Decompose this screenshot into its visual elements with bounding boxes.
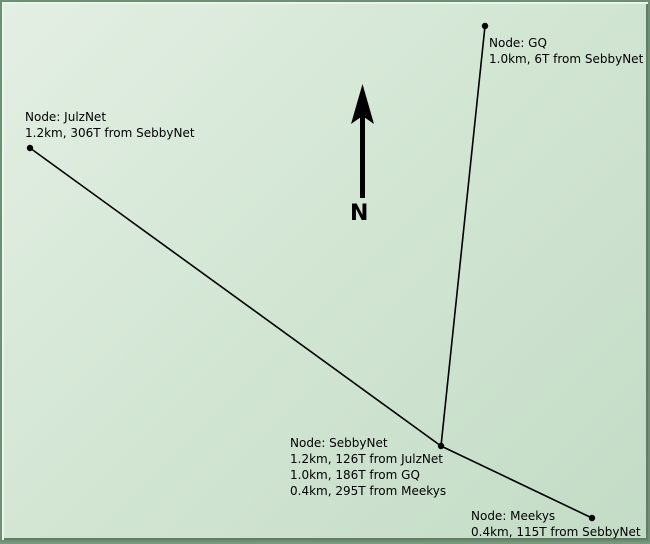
node-detail: 0.4km, 295T from Meekys [290, 484, 447, 498]
node-detail: 1.0km, 186T from GQ [290, 468, 420, 482]
node-name: Node: Meekys [471, 509, 556, 523]
node-name: Node: JulzNet [25, 110, 107, 124]
node-name: Node: GQ [489, 36, 547, 50]
north-arrow-icon [351, 84, 374, 198]
node-detail: 1.2km, 126T from JulzNet [290, 452, 443, 466]
node-label-gq: Node: GQ 1.0km, 6T from SebbyNet [489, 35, 643, 67]
node-dot-sebbynet[interactable] [437, 442, 445, 450]
link-sebbynet-gq [440, 25, 486, 447]
node-label-julznet: Node: JulzNet 1.2km, 306T from SebbyNet [25, 109, 195, 141]
node-detail: 1.0km, 6T from SebbyNet [489, 52, 644, 66]
node-detail: 0.4km, 115T from SebbyNet [471, 525, 641, 539]
link-sebbynet-julznet [29, 147, 442, 447]
node-detail: 1.2km, 306T from SebbyNet [25, 126, 195, 140]
north-label: N [350, 201, 369, 226]
node-dot-julznet[interactable] [26, 144, 34, 152]
node-label-sebbynet: Node: SebbyNet 1.2km, 126T from JulzNet … [290, 435, 446, 499]
node-dot-meekys[interactable] [588, 514, 596, 522]
node-name: Node: SebbyNet [290, 436, 388, 450]
node-dot-gq[interactable] [481, 22, 489, 30]
node-label-meekys: Node: Meekys 0.4km, 115T from SebbyNet [471, 508, 641, 540]
link-sebbynet-meekys [440, 445, 593, 519]
